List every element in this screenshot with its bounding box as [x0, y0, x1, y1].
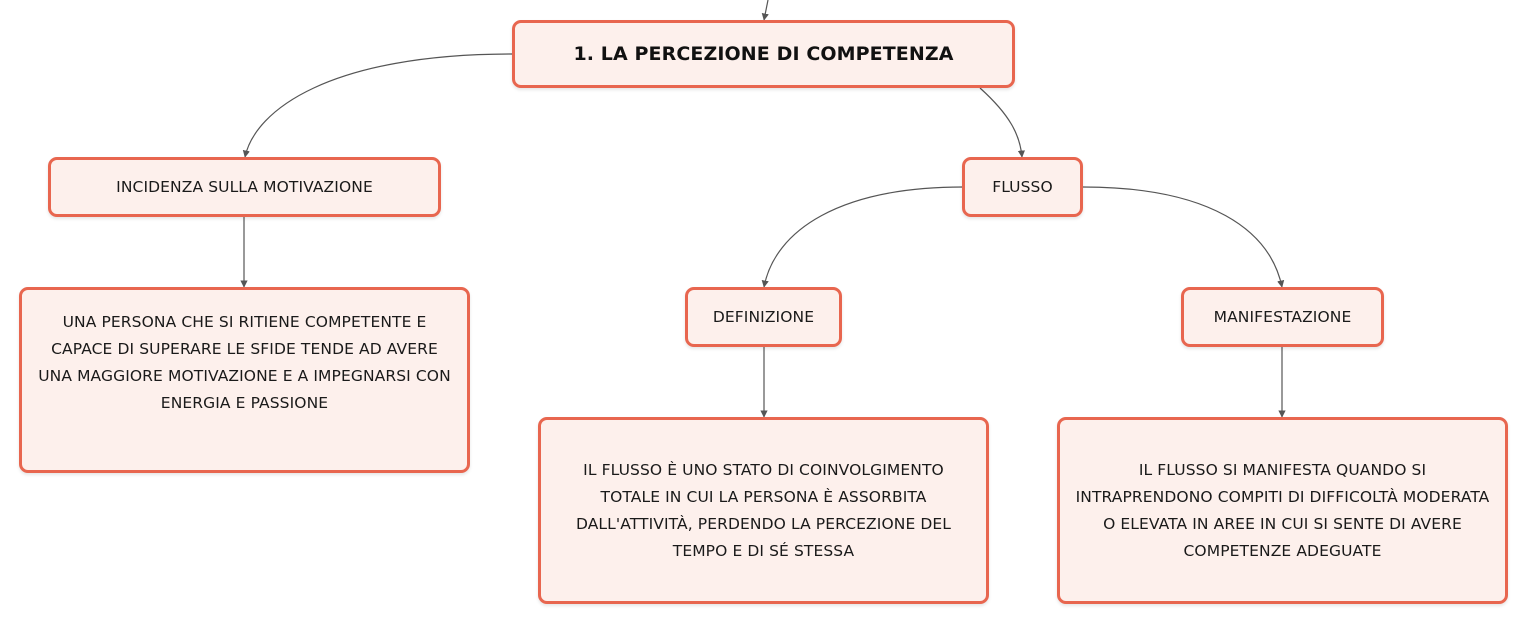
definizione-detail-node[interactable]: IL FLUSSO È UNO STATO DI COINVOLGIMENTO …: [538, 417, 989, 604]
connector-flusso-to-definizione: [761, 186, 964, 288]
manifestazione-detail-node[interactable]: IL FLUSSO SI MANIFESTA QUANDO SI INTRAPR…: [1057, 417, 1508, 604]
incidenza-label: INCIDENZA SULLA MOTIVAZIONE: [116, 178, 373, 196]
connector-root-to-incidenza: [242, 53, 513, 158]
root-label: 1. LA PERCEZIONE DI COMPETENZA: [573, 43, 954, 65]
manifestazione-node[interactable]: MANIFESTAZIONE: [1181, 287, 1384, 347]
incidenza-node[interactable]: INCIDENZA SULLA MOTIVAZIONE: [48, 157, 441, 217]
manifestazione-detail-text: IL FLUSSO SI MANIFESTA QUANDO SI INTRAPR…: [1075, 460, 1490, 560]
definizione-node[interactable]: DEFINIZIONE: [685, 287, 842, 347]
flusso-node[interactable]: FLUSSO: [962, 157, 1083, 217]
incidenza-detail-node[interactable]: UNA PERSONA CHE SI RITIENE COMPETENTE E …: [19, 287, 470, 473]
definizione-detail-text: IL FLUSSO È UNO STATO DI COINVOLGIMENTO …: [575, 460, 952, 560]
flusso-label: FLUSSO: [992, 178, 1053, 196]
definizione-label: DEFINIZIONE: [712, 308, 815, 326]
root-node[interactable]: 1. LA PERCEZIONE DI COMPETENZA: [512, 20, 1015, 88]
connector-root-to-flusso: [979, 87, 1025, 158]
connector-flusso-to-manifestazione: [1082, 186, 1285, 288]
incidenza-detail-text: UNA PERSONA CHE SI RITIENE COMPETENTE E …: [38, 313, 451, 412]
manifestazione-label: MANIFESTAZIONE: [1213, 308, 1352, 326]
connector-parent-to-root: [761, 0, 769, 21]
